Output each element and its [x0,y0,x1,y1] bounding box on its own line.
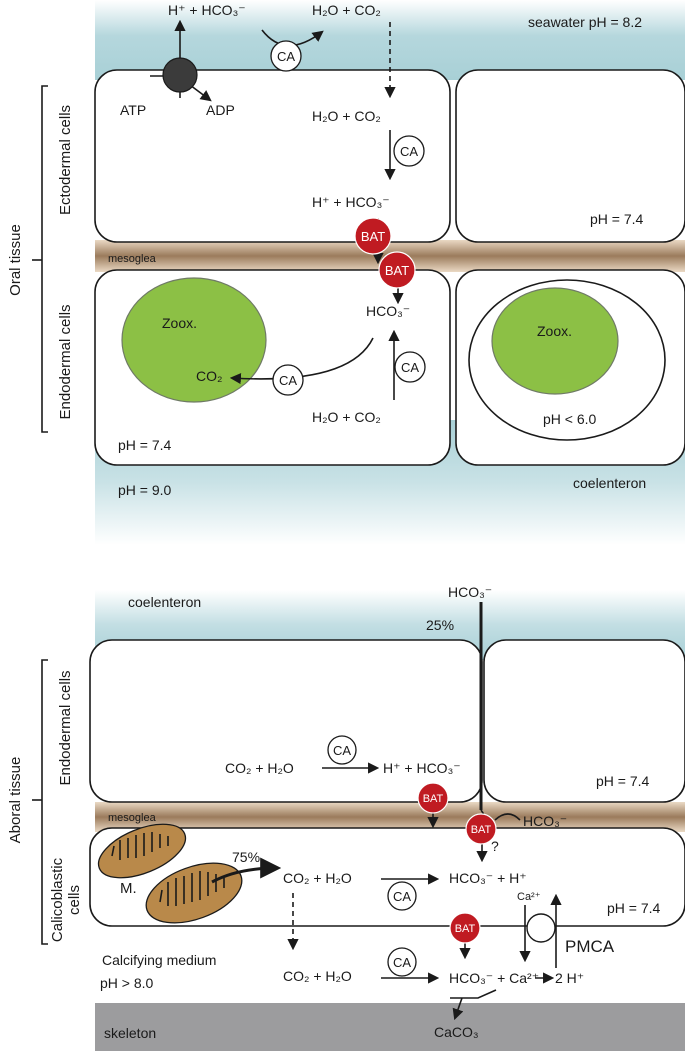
aboral-endodermal-cell-2 [483,639,685,803]
calicoblastic-cell [89,827,685,927]
zoox2-ph-label: pH < 6.0 [543,411,597,427]
co2-label: CO₂ [196,368,222,384]
endo-ca-1-icon [272,364,304,396]
oral-tissue-bracket [41,85,48,433]
hco3-top-label: HCO₃⁻ [448,584,492,600]
atp-label: ATP [120,102,146,118]
aboral-mesoglea-label: mesoglea [108,812,157,824]
aboral-bat-transporter-2 [465,813,497,845]
skeleton-band [95,1003,685,1051]
calicoblastic-label-2: cells [66,885,83,915]
pmca-label: PMCA [565,937,615,956]
two-h-label: 2 H⁺ [555,970,584,986]
top-h2o-co2-label: H₂O + CO₂ [312,2,381,18]
adp-arrow [189,84,212,102]
aboral-endo-ca-icon [327,735,357,765]
top-h-hco3-label: H⁺ + HCO₃⁻ [168,2,246,18]
aboral-endo-ph-label: pH = 7.4 [596,773,650,789]
ectodermal-cell-1 [94,69,451,243]
medium-ph-label: pH > 8.0 [100,975,154,991]
calico-hco3-h-label: HCO₃⁻ + H⁺ [449,870,527,886]
caco3-arrow [452,997,464,1021]
ectodermal-cell-2 [455,69,685,243]
endo-ph-label: pH = 7.4 [118,437,172,453]
pct75-label: 75% [232,849,260,865]
medium-ca-icon [387,947,417,977]
pct25-label: 25% [426,617,454,633]
adp-label: ADP [206,102,235,118]
aboral-endo-co2-h2o-label: CO₂ + H₂O [225,760,294,776]
ecto-h-hco3-label: H⁺ + HCO₃⁻ [312,194,390,210]
oral-bat-label-1: BAT [361,229,385,244]
hco3-label: HCO₃⁻ [366,303,410,319]
question-mark-label: ? [491,838,499,854]
top-ca-icon [270,40,302,72]
aboral-endo-h-hco3-label: H⁺ + HCO₃⁻ [383,760,461,776]
calico-co2-h2o-label: CO₂ + H₂O [283,870,352,886]
ecto-ca-label: CA [400,144,418,159]
oral-bat-label-2: BAT [385,263,409,278]
aboral-coelenteron-label: coelenteron [128,594,201,610]
calico-ca-icon [387,881,417,911]
calico-ph-label: pH = 7.4 [607,900,661,916]
top-ca-label: CA [277,49,295,64]
medium-co2-h2o-label: CO₂ + H₂O [283,968,352,984]
caco3-label: CaCO₃ [434,1024,479,1040]
calico-ca-label: CA [393,889,411,904]
endo-h2o-co2-label: H₂O + CO₂ [312,409,381,425]
caco3-bracket [450,989,497,999]
calicoblastic-label-1: Calicoblastic [49,857,66,942]
aboral-bat-transporter-1 [417,782,449,814]
zoox2-label: Zoox. [537,323,572,339]
oral-coelenteron-label: coelenteron [573,475,646,491]
ecto-ca-icon [393,135,425,167]
zooxanthella-2-icon [491,287,619,395]
oral-mesoglea-label: mesoglea [108,253,157,265]
oral-bat-transporter-1 [354,217,392,255]
aboral-bat-label-1: BAT [423,793,444,805]
mito-co2-arrow [211,857,282,884]
calico-bat-label: BAT [455,923,476,935]
mitochondrion-1-icon [97,823,187,879]
skeleton-label: skeleton [104,1025,156,1041]
ecto-ph-label: pH = 7.4 [590,211,644,227]
coelenteron-ph-label: pH = 9.0 [118,482,172,498]
medium-reaction-label: HCO₃⁻ + Ca²⁺ [449,970,539,986]
pmca-pump-icon [526,913,556,943]
calcifying-medium-label: Calcifying medium [102,952,216,968]
endo-ca-1-label: CA [279,373,297,388]
oral-tissue-label: Oral tissue [7,224,24,296]
zooxanthella-1-icon [121,277,267,403]
oral-endodermal-cells-label: Endodermal cells [57,304,74,419]
aboral-endodermal-cells-label: Endodermal cells [57,670,74,785]
proton-pump-icon [162,57,198,93]
hco3-uptake-curve [494,813,521,821]
aboral-tissue-label: Aboral tissue [7,757,24,844]
oral-bat-transporter-2 [378,251,416,289]
calico-bat-transporter [449,912,481,944]
aboral-bat-label-2: BAT [471,824,492,836]
ca-to-co2-arrow [229,337,374,385]
ecto-h2o-co2-label: H₂O + CO₂ [312,108,381,124]
endo-ca-2-label: CA [401,360,419,375]
aboral-endodermal-cell-1 [89,639,483,803]
ca2-label: Ca²⁺ [517,891,541,903]
seawater-ph-label: seawater pH = 8.2 [528,14,642,30]
ectodermal-cells-label: Ectodermal cells [57,105,74,215]
aboral-tissue-bracket [41,659,48,945]
hco3-right-label: HCO₃⁻ [523,813,567,829]
aboral-mesoglea-band [95,802,685,832]
aboral-endo-ca-label: CA [333,743,351,758]
zoox1-label: Zoox. [162,315,197,331]
medium-ca-label: CA [393,955,411,970]
mitochondrion-label: M. [120,880,137,897]
endo-ca-2-icon [394,351,426,383]
